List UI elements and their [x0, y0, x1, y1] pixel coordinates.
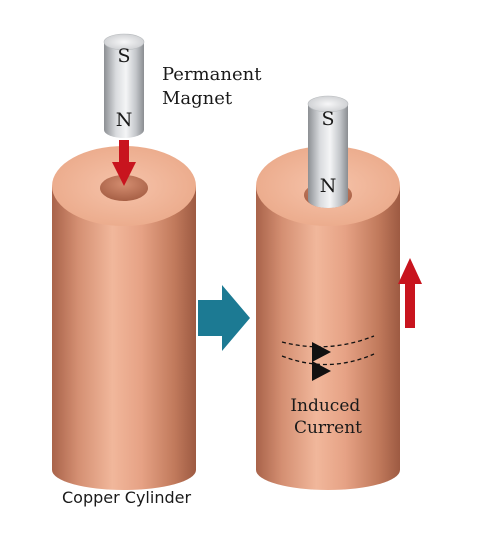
induced-current-arrowhead-lower — [312, 361, 331, 381]
induced-current-line1: Induced — [290, 396, 360, 416]
left-magnet-s-label: S — [117, 45, 130, 67]
right-red-up-arrow — [398, 258, 422, 328]
copper-cylinder-label: Copper Cylinder — [62, 488, 191, 507]
left-copper-cylinder — [52, 146, 196, 490]
left-red-down-arrow — [112, 140, 136, 186]
left-magnet: S N — [103, 33, 145, 138]
transition-arrow — [198, 285, 250, 351]
permanent-magnet-line2: Magnet — [162, 88, 233, 109]
right-magnet-n-label: N — [320, 175, 337, 197]
right-magnet-s-label: S — [321, 108, 334, 130]
permanent-magnet-line1: Permanent — [162, 64, 262, 85]
induced-current-line2: Current — [294, 418, 362, 438]
left-cylinder-hole — [100, 175, 148, 201]
right-magnet: S N — [307, 95, 349, 208]
induced-current-arrowhead-upper — [312, 342, 331, 362]
left-magnet-n-label: N — [116, 109, 133, 131]
induced-current-loops — [281, 335, 375, 381]
induced-current-label: Induced Current — [290, 396, 365, 438]
permanent-magnet-label: Permanent Magnet — [162, 64, 267, 109]
